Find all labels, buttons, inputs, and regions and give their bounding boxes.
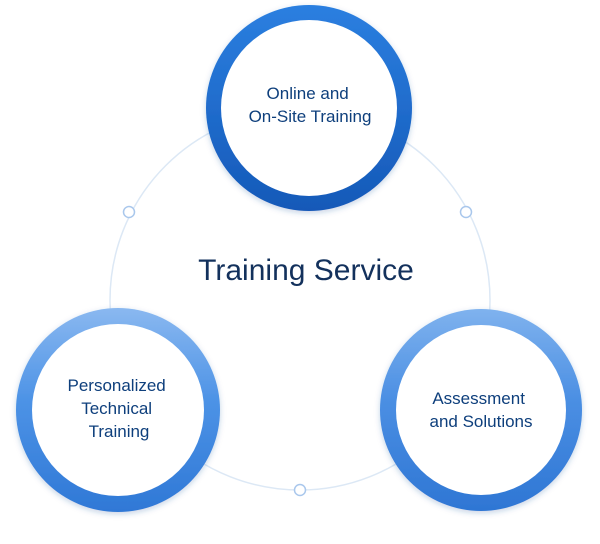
node-personalized-label: Personalized Technical Training: [67, 376, 170, 441]
node-online-line-1: Online and: [267, 84, 349, 103]
node-personalized-line-2: Technical: [81, 399, 152, 418]
node-assessment-line-1: Assessment: [432, 389, 525, 408]
node-online-training: [206, 5, 412, 211]
node-assessment-line-2: and Solutions: [429, 412, 532, 431]
node-assessment-solutions: [380, 309, 582, 511]
node-personalized-line-3: Training: [89, 422, 150, 441]
node-personalized-training: [16, 308, 220, 512]
node-personalized-line-1: Personalized: [67, 376, 165, 395]
node-online-line-2: On-Site Training: [249, 107, 372, 126]
node-assessment-label: Assessment and Solutions: [429, 389, 532, 431]
connector-dot-right: [459, 205, 473, 219]
center-title: Training Service: [198, 254, 414, 287]
node-online-label: Online and On-Site Training: [249, 84, 372, 126]
connector-dot-bottom: [293, 483, 307, 497]
connector-dot-left: [122, 205, 136, 219]
